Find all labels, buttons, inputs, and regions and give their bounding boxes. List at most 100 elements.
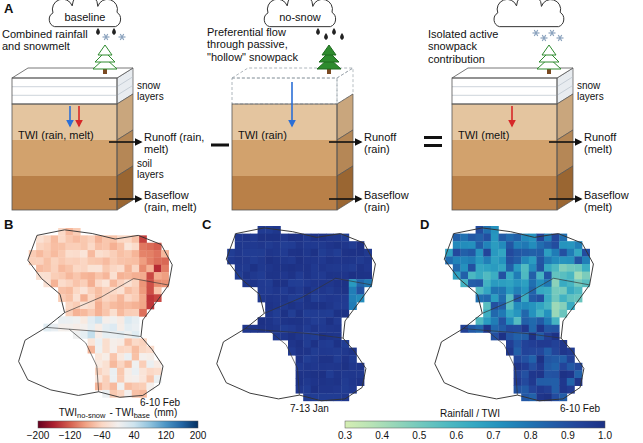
map-cell xyxy=(498,256,506,264)
map-cell xyxy=(311,287,319,295)
map-cell xyxy=(102,316,110,324)
map-cell xyxy=(483,294,491,302)
map-cell xyxy=(303,256,311,264)
flux-label: Runoff (rain) xyxy=(364,131,420,156)
map-cell xyxy=(318,256,326,264)
baseflow-arrow xyxy=(109,198,141,200)
map-cell xyxy=(66,272,74,280)
map-cell xyxy=(124,294,132,302)
map-cell xyxy=(124,383,132,391)
map-cell xyxy=(110,368,118,376)
map-cell xyxy=(80,287,88,295)
map-cell xyxy=(521,325,529,333)
map-cell xyxy=(66,257,74,265)
map-cell xyxy=(102,324,110,332)
map-cell xyxy=(349,256,357,264)
map-cell xyxy=(66,250,74,258)
map-cell xyxy=(334,378,342,386)
map-cell xyxy=(559,294,567,302)
map-cell xyxy=(506,264,514,272)
map-cell xyxy=(521,348,529,356)
map-cell xyxy=(521,317,529,325)
map-cell xyxy=(574,370,582,378)
map-cell xyxy=(567,272,575,280)
map-cell xyxy=(258,325,266,333)
map-cell xyxy=(356,256,364,264)
map-cell xyxy=(544,249,552,257)
snowflake-arm xyxy=(550,30,554,36)
map-cell xyxy=(559,256,567,264)
map-cell xyxy=(491,272,499,280)
map-cell xyxy=(242,256,250,264)
map-cell xyxy=(529,241,537,249)
map-cell xyxy=(514,287,522,295)
layer-front xyxy=(232,78,337,104)
map-cell xyxy=(95,235,103,243)
map-cell xyxy=(146,272,154,280)
map-cell xyxy=(265,226,273,234)
map-cell xyxy=(544,370,552,378)
map-cell xyxy=(110,375,118,383)
map-cell xyxy=(552,287,560,295)
map-cell xyxy=(536,256,544,264)
map-cell xyxy=(250,272,258,280)
flux-label: TWI (melt) xyxy=(458,129,538,141)
map-cell xyxy=(43,272,51,280)
map-cell xyxy=(132,368,140,376)
flux-label: TWI (rain, melt) xyxy=(18,129,98,141)
map-cell xyxy=(552,302,560,310)
map-cell xyxy=(491,287,499,295)
map-cell xyxy=(139,272,147,280)
snowflake xyxy=(103,34,110,40)
snowflake-arm xyxy=(104,34,108,40)
map-cell xyxy=(273,287,281,295)
map-cell xyxy=(117,353,125,361)
map-cell xyxy=(349,249,357,257)
map-cell xyxy=(273,310,281,318)
map-cell xyxy=(552,363,560,371)
map-cell xyxy=(296,272,304,280)
map-cell xyxy=(536,355,544,363)
map-cell xyxy=(258,249,266,257)
map-cell xyxy=(288,272,296,280)
map-cell xyxy=(334,348,342,356)
map-cell xyxy=(258,279,266,287)
map-cell xyxy=(95,280,103,288)
catchment-outline xyxy=(217,228,376,401)
map-cell xyxy=(235,234,243,242)
map-cell xyxy=(102,294,110,302)
map-cell xyxy=(483,317,491,325)
tick-label: 0.6 xyxy=(440,430,472,441)
map-cell xyxy=(280,272,288,280)
map-cell xyxy=(521,256,529,264)
map-cell xyxy=(73,235,81,243)
map-cell xyxy=(88,257,96,265)
map-cell xyxy=(146,353,154,361)
map-cell xyxy=(341,241,349,249)
map-cell xyxy=(341,355,349,363)
map-cell xyxy=(483,325,491,333)
map-cell xyxy=(521,370,529,378)
tick-label: 40 xyxy=(118,430,150,441)
map-cell xyxy=(559,355,567,363)
map-cell xyxy=(132,265,140,273)
map-cell xyxy=(242,249,250,257)
map-cell xyxy=(288,279,296,287)
map-cell xyxy=(102,360,110,368)
colorbar-title-part: (mm) xyxy=(154,407,177,418)
map-cell xyxy=(146,368,154,376)
flux-label: Runoff (melt) xyxy=(584,131,640,156)
map-cell xyxy=(66,287,74,295)
map-cell xyxy=(453,234,461,242)
layer-front xyxy=(232,176,337,210)
map-cell xyxy=(58,265,66,273)
subbasin-boundary xyxy=(69,329,98,392)
subscript: base xyxy=(134,411,150,420)
subbasin-boundary xyxy=(245,329,343,339)
map-cell xyxy=(552,340,560,348)
map-cell xyxy=(491,294,499,302)
map-cell xyxy=(334,317,342,325)
tree-crown xyxy=(322,45,336,55)
map-cell xyxy=(303,325,311,333)
